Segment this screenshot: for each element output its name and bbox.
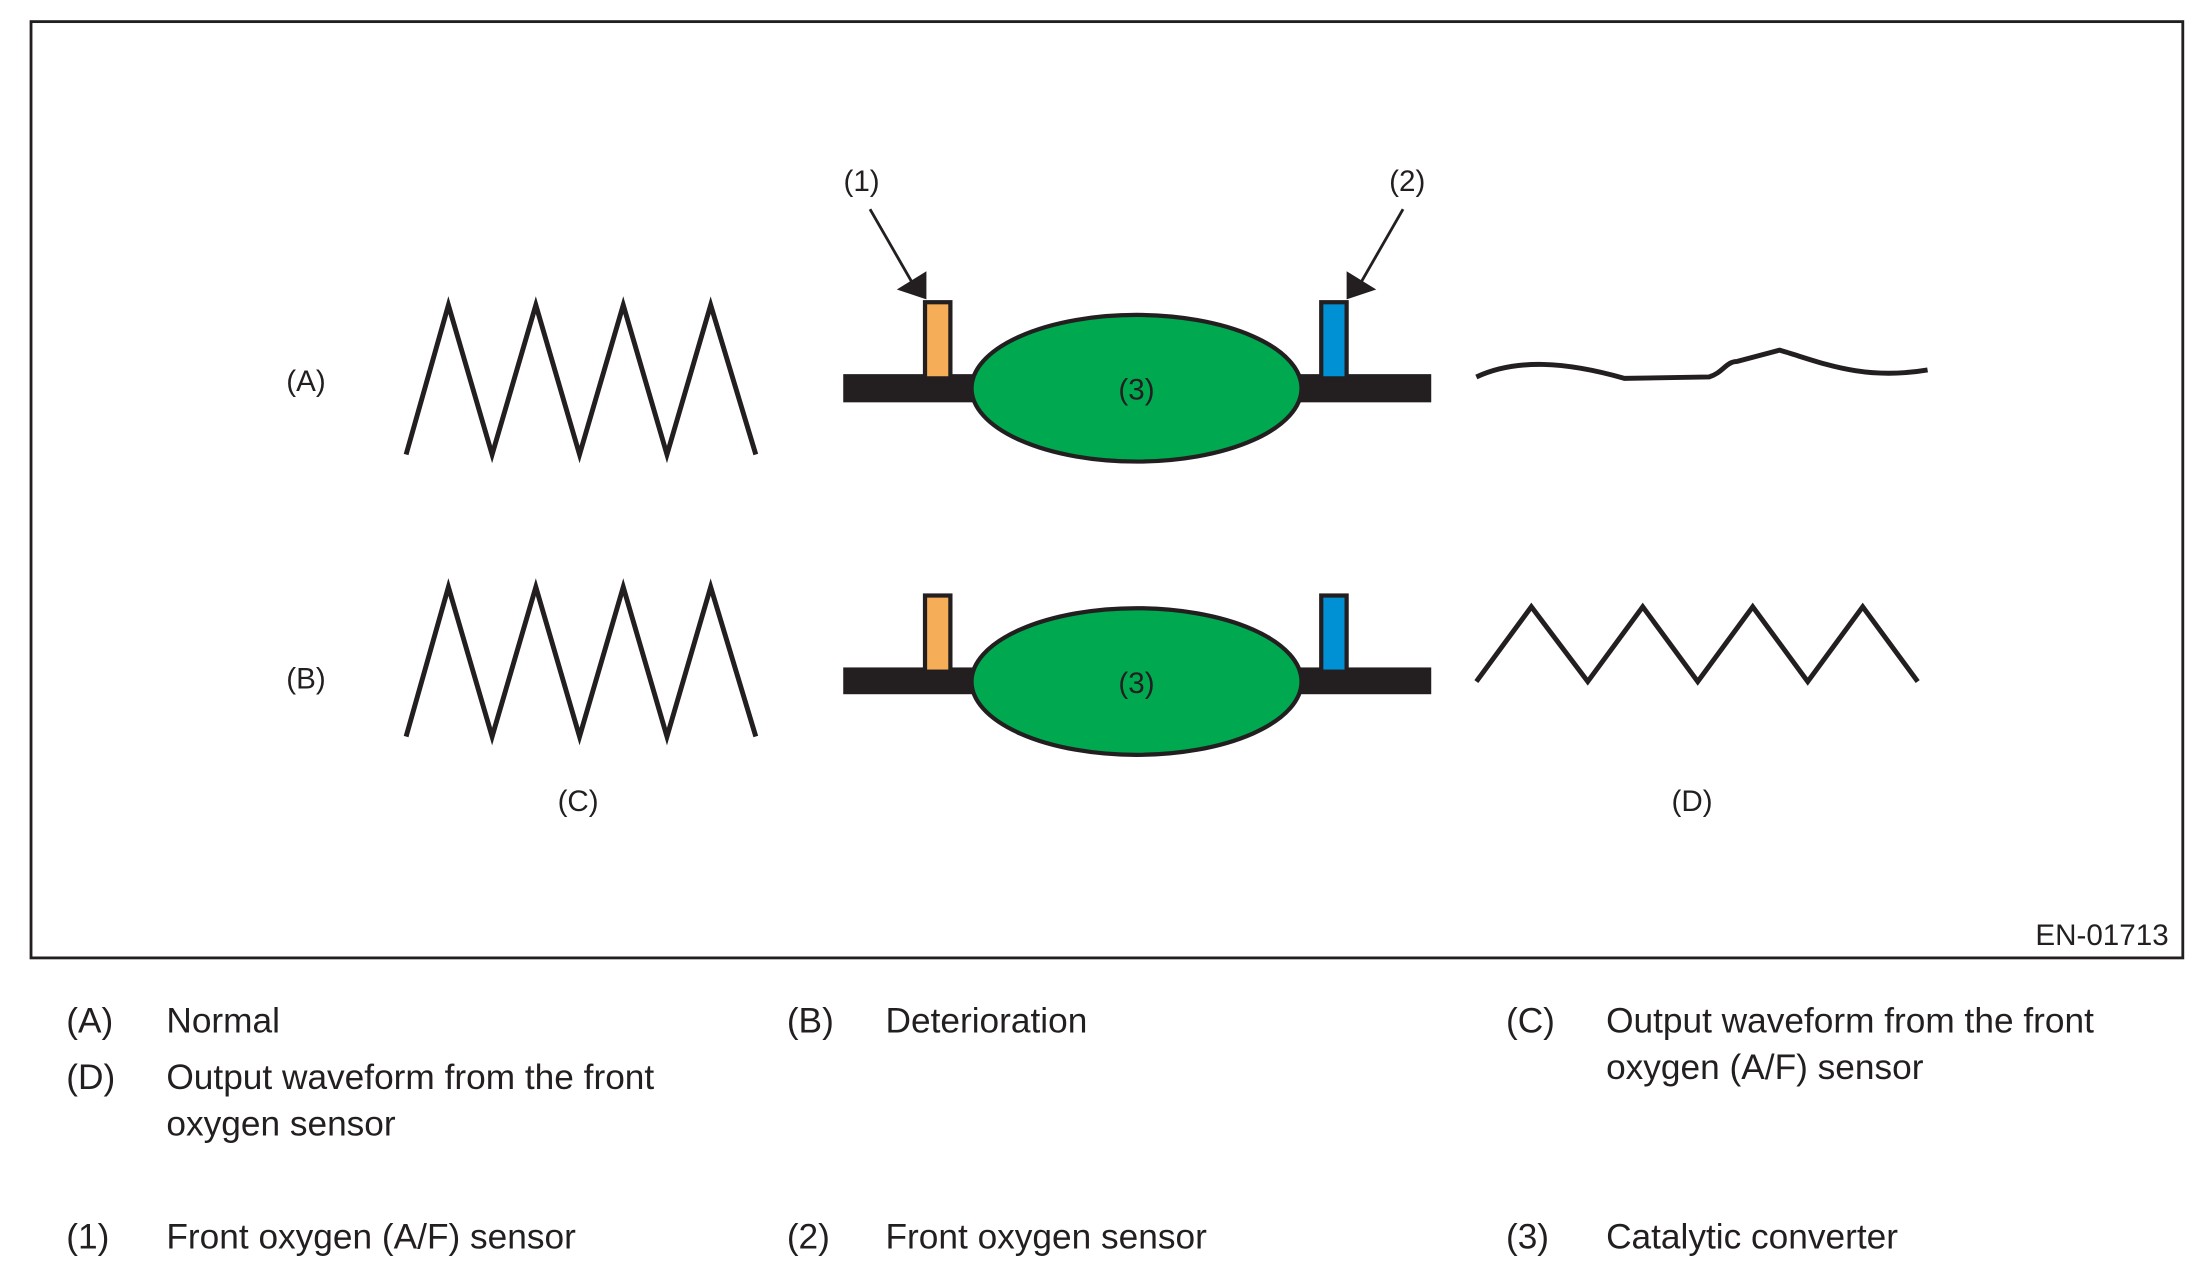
legend-text-3: Catalytic converter [1606, 1217, 1898, 1256]
arrow-1-head [896, 271, 927, 300]
arrow-2-head [1346, 271, 1377, 300]
legend-text-d-line1: Output waveform from the front [166, 1058, 654, 1097]
catalytic-converter [969, 312, 1304, 464]
legend-key-3: (3) [1506, 1217, 1549, 1256]
legend-key-2: (2) [787, 1217, 830, 1256]
legend-text-2: Front oxygen sensor [886, 1217, 1208, 1256]
legend-text-c-line2: oxygen (A/F) sensor [1606, 1048, 1924, 1087]
legend-text-1: Front oxygen (A/F) sensor [166, 1217, 576, 1256]
front-o2-sensor [1319, 593, 1349, 674]
callout-2: (2) [1389, 165, 1425, 198]
legend-key-b: (B) [787, 1002, 834, 1041]
legend-text-c-line1: Output waveform from the front [1606, 1002, 2094, 1041]
legend-text-b: Deterioration [886, 1002, 1088, 1041]
callout-3: (3) [1118, 667, 1154, 700]
waveform-d-deterioration [1474, 602, 1920, 686]
figure-id: EN-01713 [2035, 919, 2168, 952]
front-af-sensor [922, 300, 953, 381]
catalytic-converter [969, 606, 1304, 757]
legend-key-a: (A) [66, 1002, 113, 1041]
figure-frame [29, 20, 2185, 960]
waveform-c-deterioration [403, 578, 759, 746]
column-label-d: (D) [1672, 785, 1713, 818]
arrow-1-line [868, 208, 915, 287]
exhaust-assembly-normal: (3) (1) (2) [843, 165, 1432, 464]
front-af-sensor [922, 593, 953, 674]
legend: (A) Normal (B) Deterioration (C) Output … [66, 1002, 2094, 1257]
waveform-c-normal [403, 296, 759, 464]
legend-text-a: Normal [166, 1002, 280, 1041]
row-label-a: (A) [286, 365, 325, 398]
legend-key-c: (C) [1506, 1002, 1555, 1041]
column-label-c: (C) [558, 785, 599, 818]
callout-3: (3) [1118, 374, 1154, 407]
callout-1: (1) [843, 165, 879, 198]
legend-text-d-line2: oxygen sensor [166, 1105, 396, 1144]
legend-key-1: (1) [66, 1217, 109, 1256]
row-label-b: (B) [286, 663, 325, 696]
arrow-2-line [1358, 208, 1405, 287]
front-o2-sensor [1319, 300, 1349, 381]
legend-key-d: (D) [66, 1058, 115, 1097]
exhaust-assembly-deterioration: (3) [843, 593, 1432, 757]
waveform-d-normal [1475, 347, 1928, 381]
